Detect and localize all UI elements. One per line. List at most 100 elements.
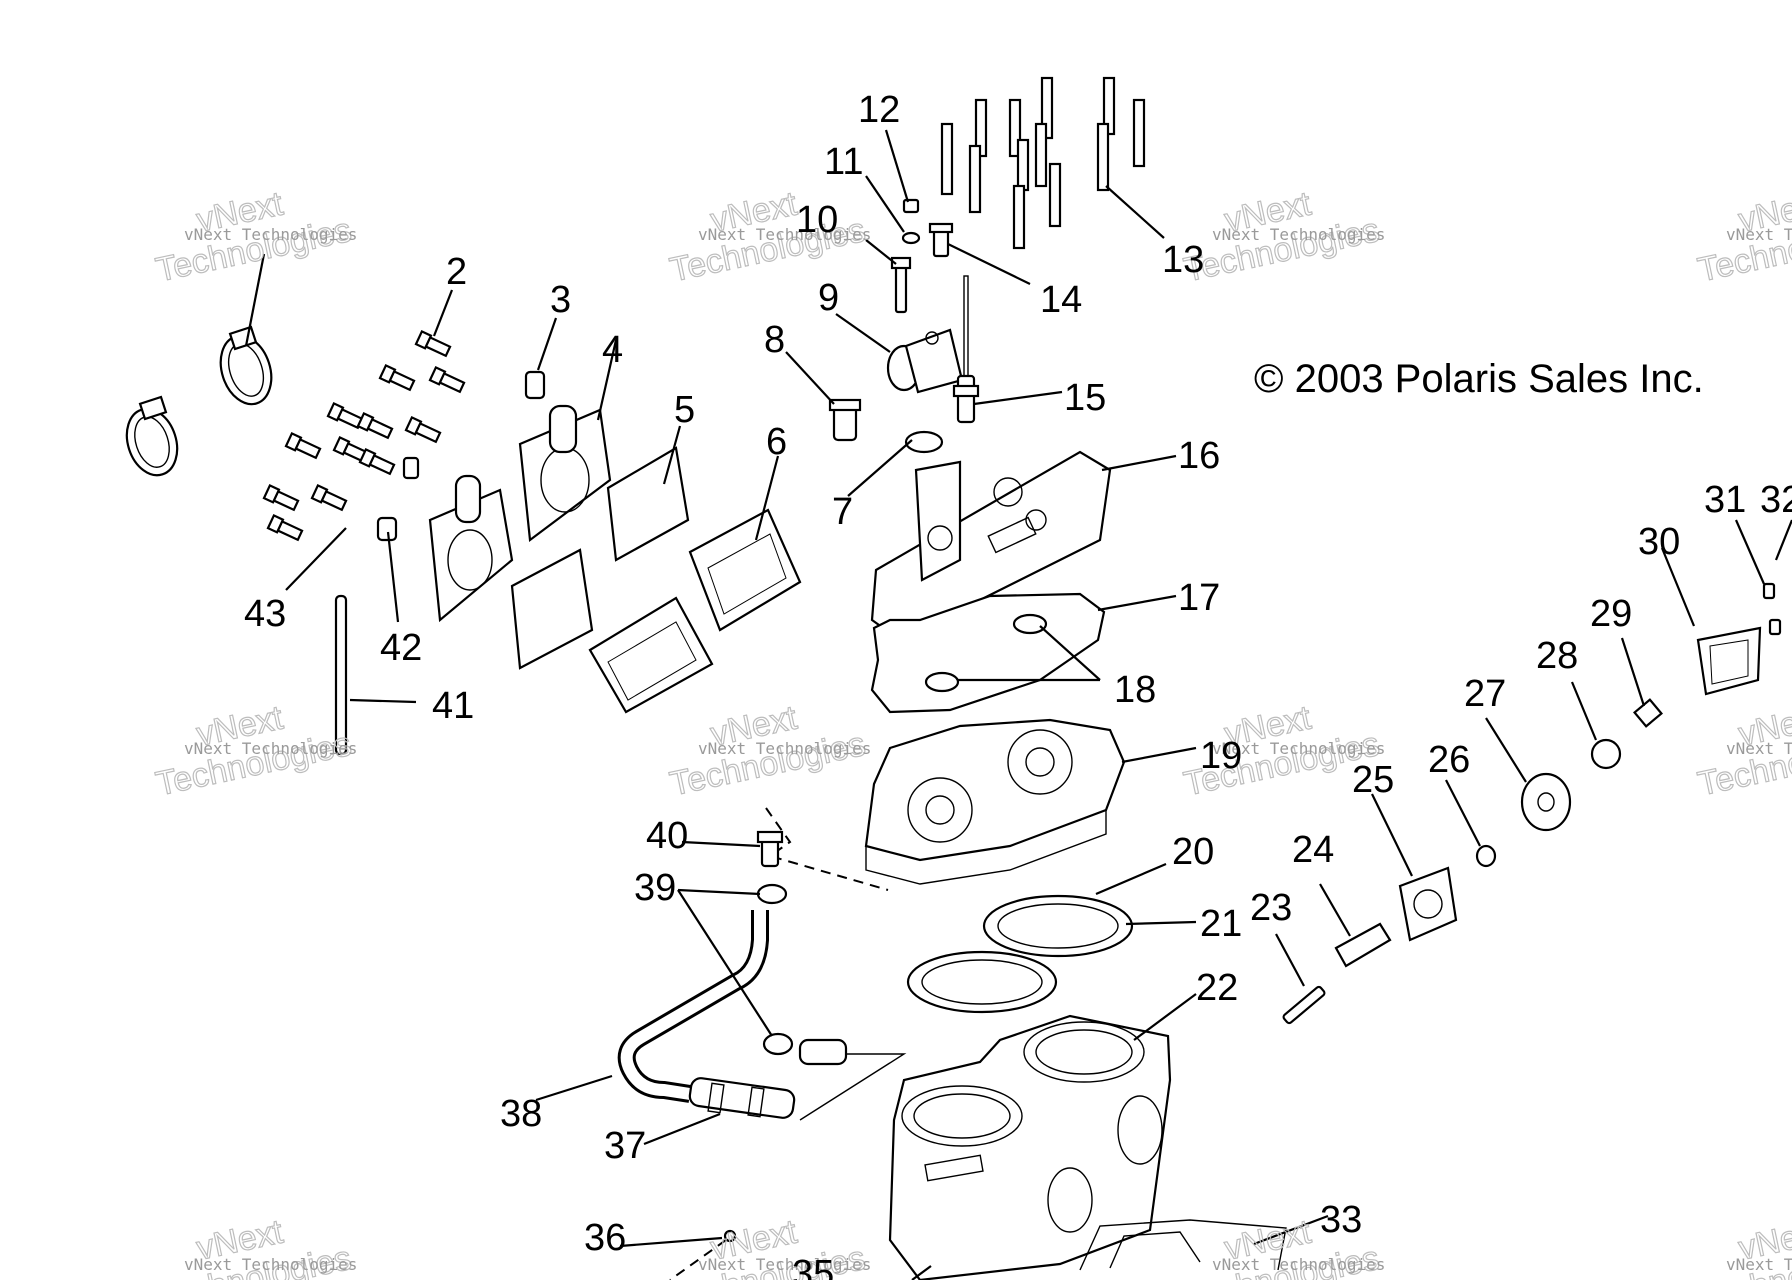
leader-lines	[244, 129, 1792, 1281]
callout-label: 31	[1704, 479, 1746, 521]
callout-label: 13	[1162, 239, 1204, 281]
alignment-line-lower	[799, 1053, 907, 1121]
callout-label: 27	[1464, 673, 1506, 715]
bolt-group	[262, 329, 466, 542]
callout-label: 4	[602, 329, 623, 371]
callout-label: 29	[1590, 593, 1632, 635]
callout-label: 17	[1178, 577, 1220, 619]
seal-26	[1475, 844, 1497, 868]
callout-label: 25	[1352, 759, 1394, 801]
part-drawings	[125, 76, 1782, 1282]
long-stud	[334, 594, 348, 756]
callout-label: 11	[824, 141, 863, 183]
o-ring-18-lower	[924, 671, 960, 693]
callout-label: 41	[432, 685, 474, 727]
watermark-small: vNext Technologies	[698, 225, 871, 244]
watermark-small: vNext Technologies	[698, 1255, 871, 1274]
gasket-24	[1334, 922, 1392, 968]
spring-29	[1633, 698, 1663, 728]
fitting-40	[756, 830, 784, 868]
callout-label: 19	[1200, 735, 1242, 777]
callout-label: 35	[792, 1253, 834, 1280]
callout-label: 7	[832, 491, 853, 533]
clip-42	[376, 516, 398, 542]
callout-label: 9	[818, 277, 839, 319]
intake-plate-front	[428, 474, 514, 623]
screw-32	[1768, 618, 1782, 636]
clip-3	[524, 370, 546, 400]
callout-label: 38	[500, 1093, 542, 1135]
callout-label: 18	[1114, 669, 1156, 711]
callout-label: 42	[380, 627, 422, 669]
watermark-small: vNext Technologies	[1212, 225, 1385, 244]
watermark-small: vNext Technologies	[1726, 1255, 1792, 1274]
clip-small	[402, 456, 420, 480]
reed-valve-lower	[588, 596, 714, 714]
callout-label: 6	[766, 421, 787, 463]
gasket-20	[982, 894, 1134, 958]
callout-label: 15	[1064, 377, 1106, 419]
reed-stuffer-upper	[606, 446, 690, 562]
screw-31	[1762, 582, 1776, 600]
base-gasket	[1079, 1219, 1287, 1271]
gasket-21	[906, 950, 1058, 1014]
callout-labels: 2 3 4 5 6 7 8 9 10 11 12 13 14 15 16 17 …	[244, 89, 1792, 1285]
callout-label: 12	[858, 89, 900, 131]
callout-label: 28	[1536, 635, 1578, 677]
bleed-screw	[723, 1229, 737, 1243]
watermark-small: vNext Technologies	[184, 225, 357, 244]
watermark-small: vNext Technologies	[1212, 1255, 1385, 1274]
reed-valve-upper	[688, 508, 802, 632]
callout-label: 33	[1320, 1199, 1362, 1241]
head-bolts	[940, 76, 1146, 250]
callout-label: 23	[1250, 887, 1292, 929]
callout-label: 36	[584, 1217, 626, 1259]
pump-shaft-23	[1282, 985, 1326, 1025]
callout-label: 40	[646, 815, 688, 857]
pump-cover-25	[1398, 866, 1458, 942]
washer-11	[901, 231, 921, 245]
callout-label: 26	[1428, 739, 1470, 781]
callout-label: 39	[634, 867, 676, 909]
watermark-small: vNext Technologies	[698, 739, 871, 758]
callout-label: 5	[674, 389, 695, 431]
fitting-tube	[798, 1038, 848, 1066]
clamp-39-upper	[756, 883, 788, 905]
callout-label: 21	[1200, 903, 1242, 945]
watermark-small: vNext Technologies	[1726, 739, 1792, 758]
callout-label: 32	[1760, 479, 1792, 521]
callout-label: 8	[764, 319, 785, 361]
callout-label: 14	[1040, 279, 1082, 321]
cylinder-head	[864, 718, 1126, 885]
hose-clamp-lower	[125, 395, 179, 477]
callout-label: 16	[1178, 435, 1220, 477]
callout-label: 3	[550, 279, 571, 321]
watermark-small: vNext Technologies	[1726, 225, 1792, 244]
bolt-10	[894, 260, 908, 314]
hose-clamp-upper	[219, 325, 273, 406]
reed-stuffer-lower	[510, 548, 594, 670]
bolt-12	[902, 198, 920, 214]
intake-plate-rear	[518, 404, 612, 543]
callout-label: 2	[446, 251, 467, 293]
callout-label: 43	[244, 593, 286, 635]
cylinder-block	[888, 1014, 1172, 1282]
watermark-small: vNext Technologies	[1212, 739, 1385, 758]
callout-label: 24	[1292, 829, 1334, 871]
callout-label: 22	[1196, 967, 1238, 1009]
o-ring-7	[904, 430, 944, 454]
watermark-small: vNext Technologies	[184, 1255, 357, 1274]
bearing-28	[1590, 738, 1622, 770]
fitting-37	[688, 1077, 796, 1119]
impeller-27	[1520, 772, 1572, 832]
pump-housing-30	[1696, 626, 1762, 696]
callout-label: 20	[1172, 831, 1214, 873]
copyright-notice: © 2003 Polaris Sales Inc.	[1254, 357, 1704, 401]
cylinder-head-cover	[870, 450, 1112, 642]
thermostat	[828, 398, 862, 442]
clamp-39-lower	[762, 1032, 794, 1056]
callout-label: 37	[604, 1125, 646, 1167]
alignment-line-upper	[765, 807, 889, 891]
